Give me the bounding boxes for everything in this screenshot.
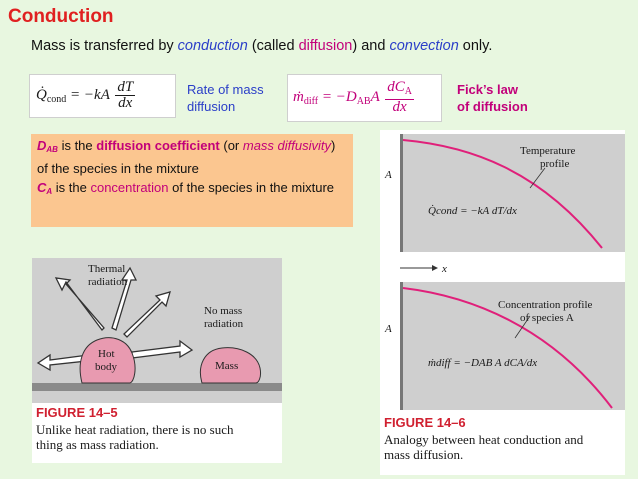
eq2-num-main: dC [387, 79, 405, 95]
eq2-num-sub: A [404, 86, 412, 97]
conc-panel [400, 282, 625, 410]
axis-x-label: x [441, 263, 447, 275]
dab-key: diffusion coefficient [96, 138, 220, 153]
eq2-fraction: dCA dx [385, 80, 414, 115]
eq2-rhs-suffix: A [370, 88, 380, 105]
figure-14-5: Thermal radiation No mass radiation Hot … [32, 258, 282, 463]
subtitle: Mass is transferred by conduction (calle… [31, 38, 492, 54]
diffusion-equation-box: ṁdiff = −DABA dCA dx [287, 74, 442, 122]
fick-label-line2: of diffusion [457, 99, 528, 114]
temp-label-1: Temperature [520, 145, 576, 157]
dab-definition: DAB is the diffusion coefficient (or mas… [37, 137, 347, 179]
dab-text1: is the [57, 138, 97, 153]
conc-label-1: Concentration profile [498, 299, 593, 311]
x-axis-arrowhead [432, 265, 438, 271]
figure-14-6-caption: Analogy between heat conduction and mass… [384, 432, 583, 462]
conduction-equation-box: Q̇cond = −kA dT dx [29, 74, 176, 118]
dab-text3: ) of the species in the mixture [37, 138, 336, 176]
temp-label-2: profile [540, 158, 569, 170]
eq1-fraction: dT dx [115, 79, 136, 111]
ca-text2: of the species in the mixture [168, 179, 335, 195]
eq2-den: dx [392, 99, 407, 115]
temp-panel-edge [400, 134, 403, 252]
subtitle-part4: only. [458, 38, 493, 54]
thermal-label-1: Thermal [88, 263, 125, 275]
fig5-ground [32, 383, 282, 391]
ca-symbol-sub: A [46, 186, 53, 196]
figure-14-6-illustration: Temperature profile A x A Concentration … [384, 134, 625, 410]
conc-panel-edge [400, 282, 403, 410]
fig6-eq-bottom: ṁdiff = −DAB A dCA/dx [428, 357, 537, 369]
ca-symbol: C [37, 179, 47, 195]
subtitle-part2: (called [247, 38, 299, 54]
fig6-eq-top: Q̇cond = −kA dT/dx [428, 205, 517, 217]
eq2-rhs: = −D [321, 88, 357, 105]
page-title: Conduction [8, 6, 114, 27]
fick-label-line1: Fick’s law [457, 82, 518, 97]
concentration-profile-curve [402, 287, 613, 409]
diffusion-equation: ṁdiff = −DABA dCA dx [293, 80, 416, 115]
figure-14-5-caption: Unlike heat radiation, there is no such … [36, 422, 233, 452]
axis-a-top: A [384, 169, 392, 181]
conduction-equation: Q̇cond = −kA dT dx [36, 80, 137, 111]
arrow-up [111, 266, 138, 331]
figure-14-5-illustration: Thermal radiation No mass radiation Hot … [32, 258, 282, 403]
rate-label-line1: Rate of mass [187, 82, 264, 97]
subtitle-diffusion: diffusion [298, 38, 353, 54]
dab-keyi: mass diffusivity [242, 138, 332, 153]
eq2-num: dCA [385, 80, 414, 100]
figure-14-6-title: FIGURE 14–6 [384, 415, 466, 430]
eq2-lhs: ṁ [293, 88, 304, 105]
ca-text1: is the [52, 179, 91, 195]
thermal-label-2: radiation [88, 276, 128, 288]
dab-symbol-sub: AB [46, 145, 58, 154]
hot-body-shape [79, 337, 136, 384]
dab-text2: (or [219, 138, 243, 153]
fig5-caption-line2: thing as mass radiation. [36, 437, 159, 452]
eq1-lhs-sub: cond [46, 93, 67, 105]
arrow-upright [123, 291, 171, 338]
nomass-label-1: No mass [204, 305, 242, 317]
definitions-box: DAB is the diffusion coefficient (or mas… [31, 134, 353, 227]
eq2-lhs-sub: diff [303, 95, 319, 107]
eq1-rhs: = −kA [70, 86, 110, 103]
mass-shape [199, 347, 261, 384]
temperature-profile-curve [402, 139, 603, 249]
eq1-lhs: Q̇ [36, 86, 47, 103]
eq2-rhs-sub: AB [356, 95, 371, 107]
subtitle-conduction: conduction [177, 38, 248, 54]
arrow-right [131, 339, 194, 359]
conc-pointer [514, 315, 531, 339]
hot-label-2: body [95, 361, 118, 373]
fig6-caption-line2: mass diffusion. [384, 447, 464, 462]
fig6-caption-line1: Analogy between heat conduction and [384, 432, 584, 447]
subtitle-part3: ) and [352, 38, 390, 54]
temp-pointer [529, 167, 546, 189]
eq1-den: dx [118, 95, 133, 111]
rate-label-line2: diffusion [187, 99, 236, 114]
fig5-caption-line1: Unlike heat radiation, there is no such [36, 422, 234, 437]
ca-key: concentration [90, 179, 169, 195]
axis-a-bottom: A [384, 323, 392, 335]
hot-label-1: Hot [98, 348, 115, 360]
mass-label: Mass [215, 360, 238, 372]
dab-symbol: D [37, 138, 47, 153]
figure-14-5-title: FIGURE 14–5 [36, 405, 118, 420]
conc-label-2: of species A [520, 312, 574, 324]
ca-definition: CA is the concentration of the species i… [37, 179, 347, 202]
figure-14-6: Temperature profile A x A Concentration … [380, 130, 625, 475]
subtitle-part1: Mass is transferred by [31, 38, 178, 54]
nomass-label-2: radiation [204, 318, 244, 330]
rate-of-mass-diffusion-label: Rate of mass diffusion [187, 81, 264, 115]
subtitle-convection: convection [389, 38, 459, 54]
ficks-law-label: Fick’s law of diffusion [457, 81, 528, 115]
eq1-num: dT [115, 79, 136, 96]
arrow-upleft [54, 277, 105, 331]
